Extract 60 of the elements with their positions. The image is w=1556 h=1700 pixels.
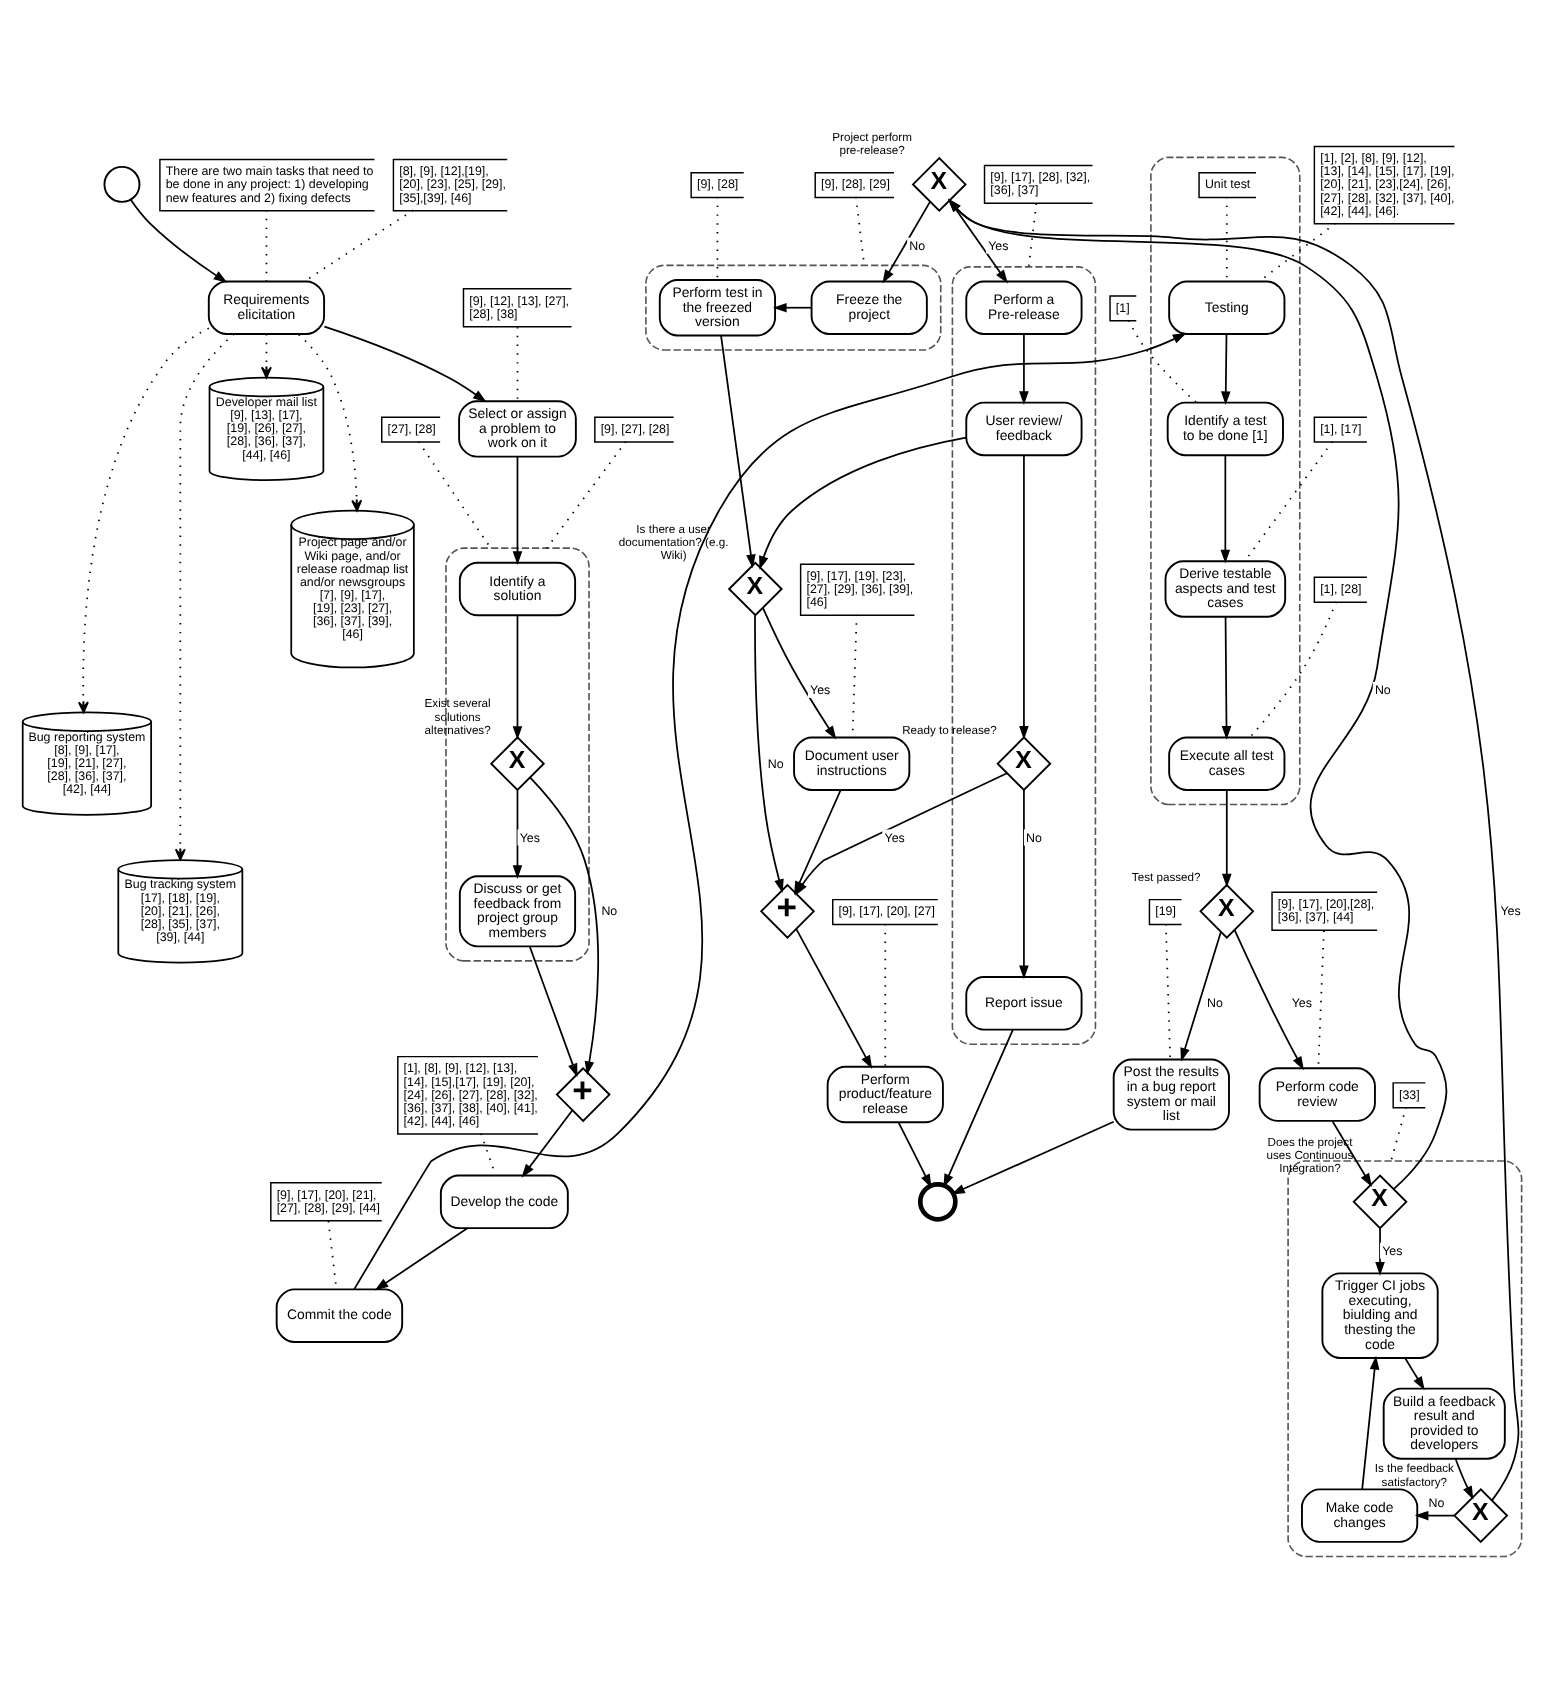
arrow <box>1019 333 1029 406</box>
connector <box>1225 196 1228 282</box>
connector <box>1249 601 1338 739</box>
node-circle <box>103 165 141 203</box>
connector <box>1258 222 1337 283</box>
arrow <box>1221 616 1232 740</box>
arrow <box>1454 1458 1474 1500</box>
node-diamond: + <box>555 1066 611 1123</box>
arrow <box>795 928 873 1069</box>
connector <box>545 440 627 550</box>
connector <box>1127 319 1198 404</box>
arrow <box>297 333 363 512</box>
arrow <box>353 333 1187 1290</box>
connector <box>716 196 719 281</box>
connector <box>516 326 519 402</box>
arrow <box>323 325 487 403</box>
cluster <box>1150 156 1301 806</box>
arrow <box>720 334 756 569</box>
node-diamond: X <box>1453 1488 1509 1544</box>
arrow <box>260 333 272 379</box>
arrow <box>1019 789 1029 980</box>
arrow <box>772 302 813 313</box>
arrow <box>374 1227 469 1291</box>
connector <box>1027 202 1038 268</box>
arrow <box>1220 333 1231 406</box>
arrow <box>951 1120 1115 1195</box>
arrow <box>943 1029 1014 1188</box>
arrow <box>1414 1510 1456 1521</box>
arrow <box>1233 929 1304 1071</box>
arrow <box>512 456 523 565</box>
connector <box>1243 440 1334 562</box>
arrow <box>1222 789 1232 888</box>
node-diamond: X <box>489 736 546 792</box>
connector <box>1165 923 1172 1060</box>
arrow <box>1331 1120 1372 1187</box>
arrow <box>897 1121 932 1189</box>
node-diamond: X <box>727 561 783 617</box>
arrow <box>1220 454 1231 564</box>
node-circle <box>917 1181 958 1222</box>
connector <box>327 1220 338 1290</box>
connector <box>1390 1106 1407 1162</box>
node-diamond: X <box>996 736 1052 792</box>
arrow <box>174 333 235 861</box>
arrow <box>528 945 578 1078</box>
arrow <box>1019 454 1029 740</box>
arrow <box>521 1109 574 1178</box>
arrow <box>1375 1227 1385 1276</box>
arrow <box>129 198 228 283</box>
arrow <box>1361 1355 1380 1490</box>
node-diamond: X <box>1199 883 1255 939</box>
connector <box>884 923 887 1068</box>
connector <box>417 440 492 550</box>
arrow <box>759 436 967 570</box>
cluster <box>645 264 942 351</box>
arrow <box>512 789 523 879</box>
arrow <box>77 327 210 714</box>
arrow <box>529 776 599 1076</box>
connector <box>304 209 414 282</box>
arrow <box>512 614 523 740</box>
arrow <box>1404 1357 1425 1391</box>
